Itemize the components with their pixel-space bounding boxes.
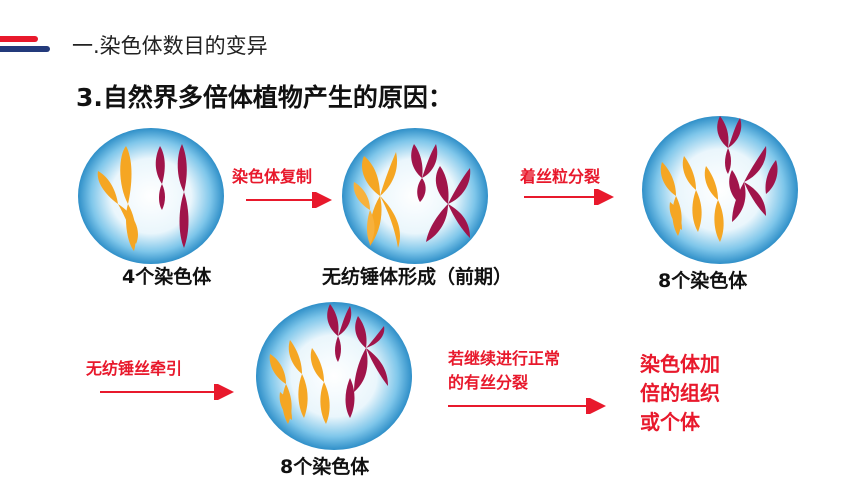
chromosome-maroon-pair-1 <box>411 144 438 202</box>
chromosome-maroon-1 <box>155 146 165 210</box>
chromosome-maroon-set <box>717 116 778 222</box>
chromosome-orange-pair-2 <box>353 182 375 244</box>
page-heading: 3.自然界多倍体植物产生的原因： <box>76 83 453 112</box>
result-line-2: 倍的组织 <box>640 381 720 405</box>
cell-1-diagram <box>78 128 224 264</box>
arrow-4-label-line-1: 若继续进行正常 <box>448 349 561 368</box>
chromosome-orange-set <box>269 340 330 424</box>
result-text: 染色体加 倍的组织 或个体 <box>640 350 720 437</box>
header-accent-navy-bar <box>0 46 50 52</box>
arrow-3-label: 无纺锤丝牵引 <box>86 359 183 378</box>
arrow-2 <box>524 189 614 205</box>
chromosome-orange-2 <box>97 171 138 244</box>
arrow-4 <box>448 398 606 414</box>
result-line-1: 染色体加 <box>640 352 720 376</box>
cell-1-membrane <box>78 128 224 264</box>
chromosome-maroon-2 <box>177 144 189 248</box>
chromosome-maroon-set <box>327 304 388 418</box>
cell-4-membrane <box>256 302 412 450</box>
cell-2-diagram <box>342 128 488 264</box>
cell-4-caption: 8个染色体 <box>280 456 370 478</box>
cell-3-caption: 8个染色体 <box>658 270 748 292</box>
cell-2-membrane <box>342 128 488 264</box>
arrow-4-label-line-2: 的有丝分裂 <box>448 373 529 392</box>
result-line-3: 或个体 <box>640 410 700 434</box>
arrow-3 <box>100 384 234 400</box>
arrow-1-label: 染色体复制 <box>232 167 313 186</box>
header-accent-red-bar <box>0 36 38 42</box>
cell-1-caption: 4个染色体 <box>122 266 212 288</box>
cell-2-caption: 无纺锤体形成（前期） <box>322 266 513 288</box>
cell-4-diagram <box>256 302 412 450</box>
cell-3-diagram <box>642 116 798 264</box>
chromosome-orange-set <box>660 156 724 242</box>
section-title: 一.染色体数目的变异 <box>72 34 268 58</box>
arrow-2-label: 着丝粒分裂 <box>520 167 601 186</box>
chromosome-maroon-pair-2 <box>426 166 471 242</box>
arrow-1 <box>246 192 332 208</box>
